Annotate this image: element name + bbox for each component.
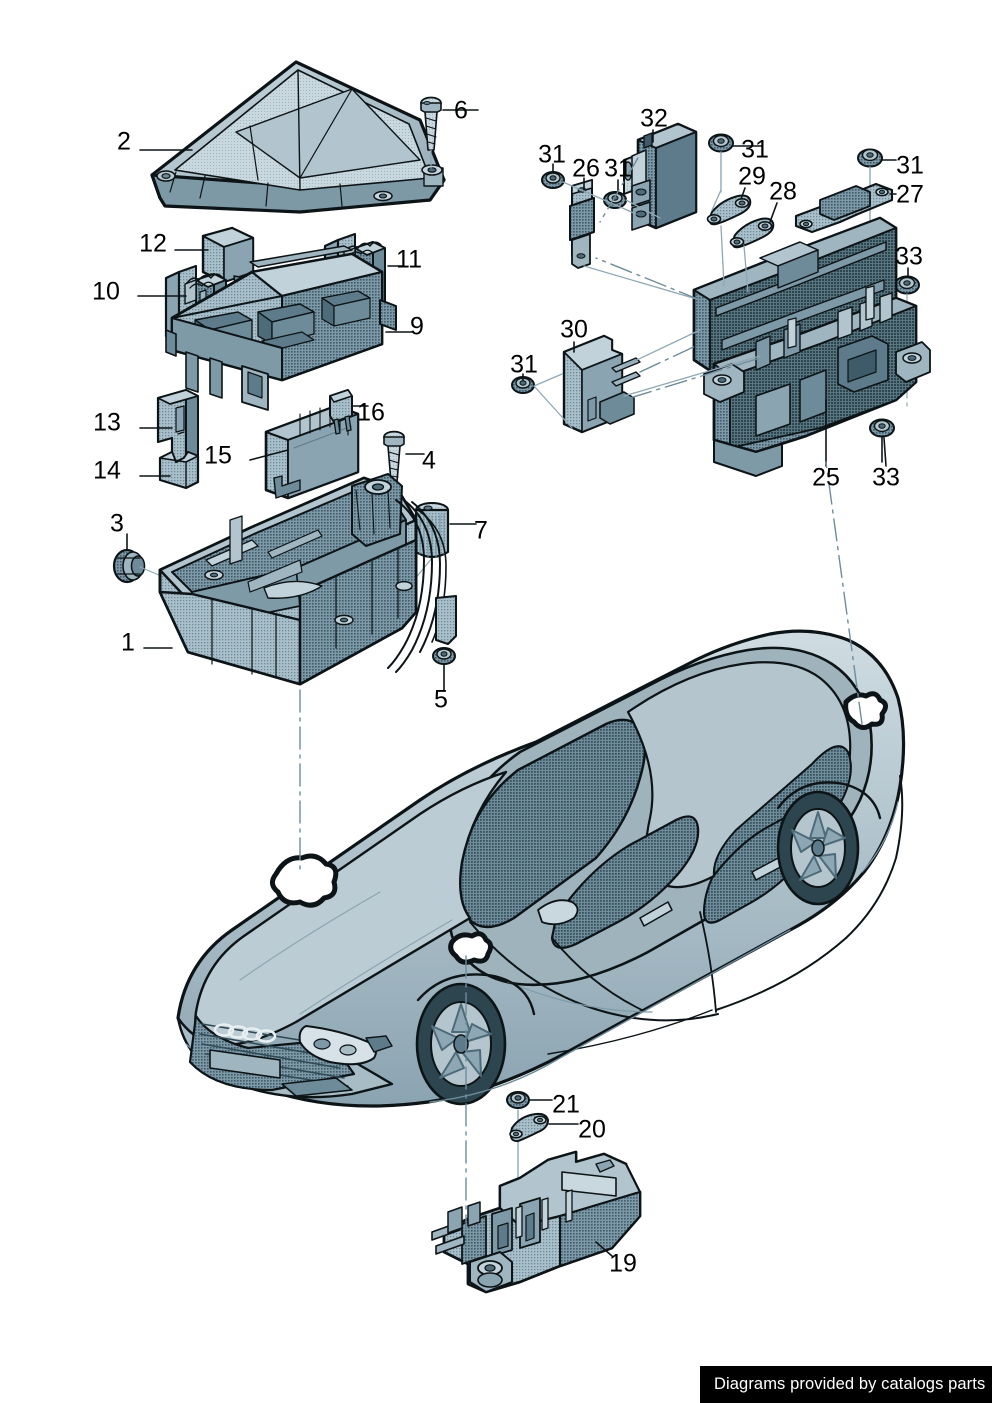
callout-4: 4 <box>422 446 436 475</box>
part-28-bus-bar <box>729 217 775 249</box>
callout-26: 26 <box>572 154 600 183</box>
part-31-nut-b <box>603 191 627 209</box>
callout-30: 30 <box>560 315 588 344</box>
part-12-relay <box>201 226 255 294</box>
part-5-nut <box>432 647 456 691</box>
callout-32: 32 <box>640 104 668 133</box>
callout-31-c: 31 <box>741 135 769 164</box>
callout-29: 29 <box>738 162 766 191</box>
callout-2: 2 <box>117 127 131 156</box>
callout-6: 6 <box>454 96 468 125</box>
part-27-main-fuse <box>794 182 894 234</box>
projection-lines <box>299 157 863 1231</box>
part-20-bus-bar <box>509 1112 549 1143</box>
callout-3: 3 <box>110 509 124 538</box>
assembly-lines <box>533 181 761 429</box>
callout-25: 25 <box>812 463 840 492</box>
callout-16: 16 <box>357 398 385 427</box>
part-9-fuse-carrier <box>165 245 397 411</box>
part-6-screw <box>420 96 442 169</box>
callout-31-a: 31 <box>538 140 566 169</box>
callout-21: 21 <box>552 1090 580 1119</box>
vehicle-markers <box>270 691 888 965</box>
part-1-housing <box>158 473 457 686</box>
part-31-nut-a <box>541 171 565 189</box>
part-14-clip <box>158 450 200 490</box>
callout-13: 13 <box>93 408 121 437</box>
callout-31-e: 31 <box>510 350 538 379</box>
callout-5: 5 <box>434 685 448 714</box>
part-19-relay-carrier <box>431 1150 642 1294</box>
callout-12: 12 <box>139 229 167 258</box>
part-13-clip <box>156 388 199 467</box>
callout-7: 7 <box>474 516 488 545</box>
part-21-nut <box>506 1091 530 1223</box>
part-30-relay <box>562 334 641 434</box>
callout-19: 19 <box>609 1249 637 1278</box>
watermark-text: Diagrams provided by catalogs parts <box>714 1375 986 1393</box>
part-33-nut-b <box>869 418 895 463</box>
callout-31-b: 31 <box>604 154 632 183</box>
part-25-relay-carrier <box>692 216 931 477</box>
callout-9: 9 <box>410 312 424 341</box>
callout-33-a: 33 <box>895 242 923 271</box>
part-29-bus-bar <box>706 194 752 226</box>
vehicle-illustration <box>176 629 906 1108</box>
part-31-nut-c <box>708 133 734 193</box>
part-2-cover <box>150 60 446 214</box>
callout-27: 27 <box>896 180 924 209</box>
callout-31-d: 31 <box>896 151 924 180</box>
part-31-nut-e <box>511 376 535 394</box>
part-32-control-unit <box>623 122 698 231</box>
watermark-banner: Diagrams provided by catalogs parts <box>700 1366 992 1403</box>
part-26-fusible-link <box>569 179 595 269</box>
leader-lines <box>126 109 909 1257</box>
part-16-mini-fuse <box>329 389 353 435</box>
callout-33-b: 33 <box>872 463 900 492</box>
callout-1: 1 <box>121 628 135 657</box>
callout-20: 20 <box>578 1115 606 1144</box>
callout-28: 28 <box>769 177 797 206</box>
callout-11: 11 <box>396 245 422 274</box>
callout-14: 14 <box>93 456 121 485</box>
callout-10: 10 <box>92 277 120 306</box>
callout-15: 15 <box>204 441 232 470</box>
